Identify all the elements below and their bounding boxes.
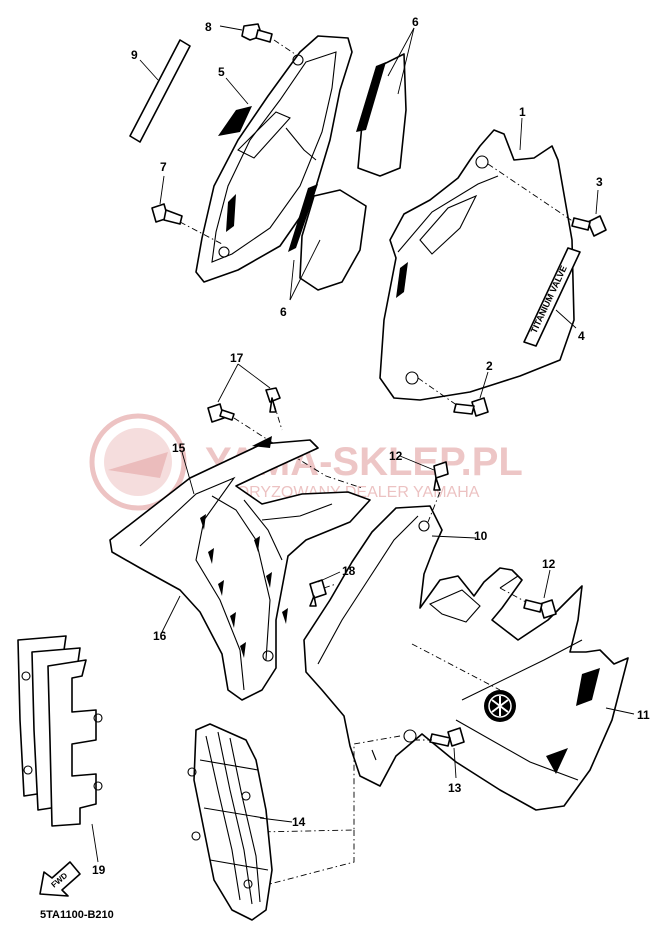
callout-15: 15 [172,441,186,455]
callout-5: 5 [218,65,225,79]
callout-3: 3 [596,175,603,189]
part-6-pad-lower [288,184,367,291]
assembly-line [273,403,283,431]
fwd-direction-arrow: FWD [39,861,81,897]
callout-16: 16 [153,629,167,643]
part-14-radiator-guard [187,723,273,921]
part-12-bolt-upper [433,461,449,491]
callout-6-lower: 6 [280,305,287,319]
callout-labels: 9 8 5 6 6 7 1 3 4 2 17 15 16 18 12 10 12… [92,15,650,877]
callout-17: 17 [230,351,244,365]
callout-11: 11 [637,708,650,722]
callout-7: 7 [160,160,167,174]
callout-12-right: 12 [542,557,556,571]
assembly-line [261,830,355,887]
part-17-screws [207,387,281,423]
callout-1: 1 [519,105,526,119]
assembly-line [411,643,501,691]
watermark-logo [89,413,187,511]
part-7-bolt [151,203,183,225]
callout-13: 13 [448,781,462,795]
diagram-code: 5TA1100-B210 [40,909,114,921]
yamaha-emblem [484,690,516,722]
callout-19: 19 [92,863,106,877]
leader-lines [91,25,635,863]
part-13-bolt [429,727,465,747]
callout-18: 18 [342,564,356,578]
assembly-line [427,491,441,523]
part-3-bolt [571,215,607,237]
callout-9: 9 [131,48,138,62]
part-5-left-side-cover [195,35,353,283]
callout-10: 10 [474,529,488,543]
part-2-bolt [453,397,489,417]
part-19-radiator-louvre [17,635,103,827]
part-10-right-radiator-shroud [303,505,629,811]
assembly-line [487,163,575,223]
part-12-bolt-right [523,599,557,619]
callout-2: 2 [486,359,493,373]
part-6-pad-upper [356,53,407,177]
assembly-line [179,221,223,245]
part-8-bolt [241,23,273,43]
assembly-line [417,377,459,407]
part-9-strip [129,39,191,143]
part-1-right-side-cover [379,129,575,401]
callout-14: 14 [292,815,306,829]
callout-8: 8 [205,20,212,34]
part-18-screw [309,579,327,607]
callout-12-upper: 12 [389,449,403,463]
assembly-line [273,39,299,57]
part-16-left-radiator-shroud [109,436,371,701]
assembly-line [499,587,527,603]
callout-4: 4 [578,329,585,343]
assembly-line [323,583,337,589]
assembly-line [257,735,401,833]
callout-6-upper: 6 [412,15,419,29]
